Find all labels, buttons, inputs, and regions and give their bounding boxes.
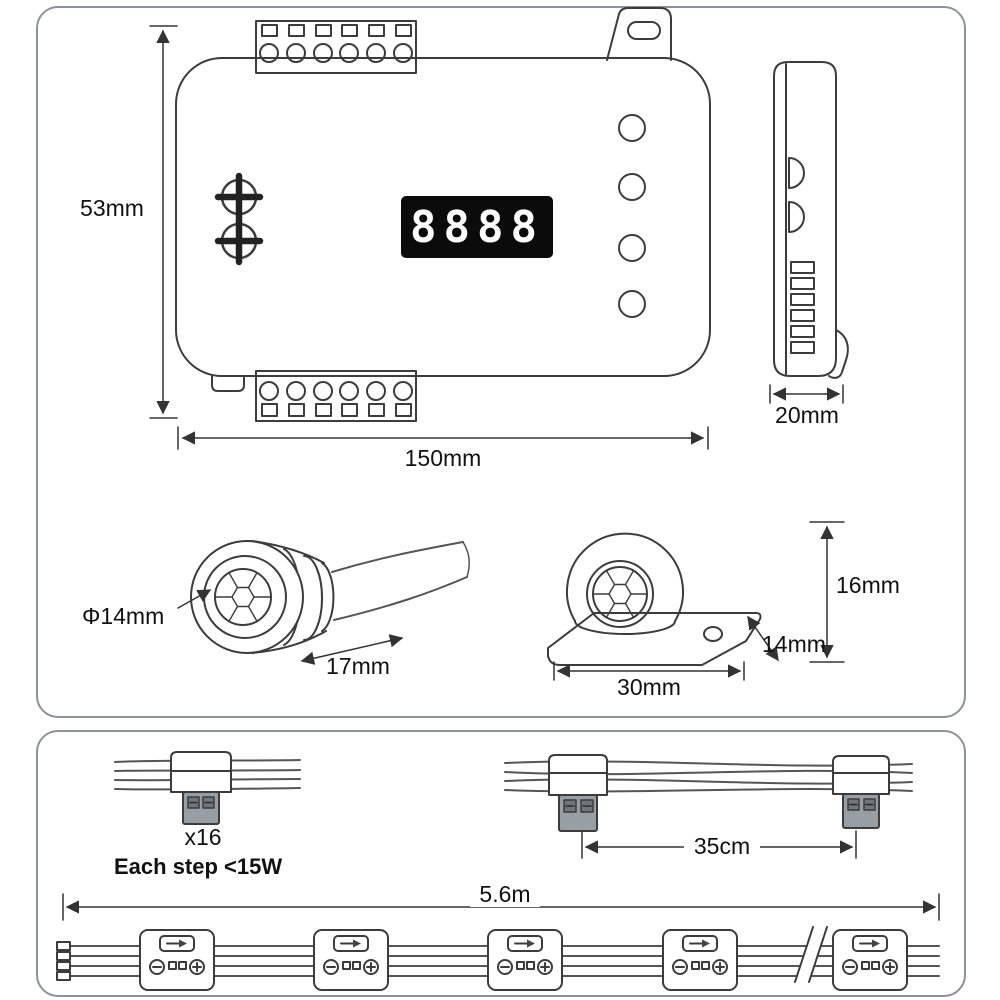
terminal-block-top	[255, 20, 417, 74]
dim-label-mounted-depth: 14mm	[762, 631, 826, 657]
mounted-sensor-view	[547, 532, 762, 666]
dim-label-mounted-height: 16mm	[836, 572, 900, 598]
dim-label-sensor-diameter: Φ14mm	[82, 603, 165, 629]
strip-break-mark	[808, 926, 828, 983]
mounting-hole	[627, 21, 661, 40]
base-screw-hole	[703, 626, 723, 642]
controller-front-view	[175, 7, 711, 422]
strip-break-mask	[795, 927, 827, 982]
indicator-buttons	[618, 114, 646, 318]
dim-14mm-line	[747, 615, 779, 662]
wire-connector-left	[114, 751, 301, 825]
sensor-lens-facets	[592, 569, 648, 619]
sensor-wire	[331, 541, 464, 573]
bottom-notch	[211, 375, 245, 392]
dimension-lines	[149, 25, 845, 681]
strip-module	[662, 929, 738, 991]
connector-count-label: x16	[184, 824, 222, 850]
sensor-base	[547, 612, 762, 666]
connector-body	[832, 755, 890, 795]
dim-label-controller-width: 150mm	[404, 445, 482, 471]
sensor-dome	[566, 532, 684, 622]
led-strip-run	[56, 926, 940, 991]
dim-label-sensor-length: 17mm	[326, 653, 390, 679]
dim-label-controller-depth: 20mm	[775, 402, 839, 428]
strip-module	[313, 929, 389, 991]
strip-module	[487, 929, 563, 991]
connector-body	[548, 754, 608, 796]
adjustment-screws	[214, 172, 264, 266]
side-foot	[828, 329, 849, 379]
dim-label-mounted-width: 30mm	[617, 674, 681, 700]
side-screw-bump	[788, 157, 805, 189]
sensor-lens-facets	[215, 572, 271, 622]
seven-segment-display: 8888	[401, 196, 553, 258]
display-digits: 8888	[410, 201, 544, 253]
strip-module	[139, 929, 215, 991]
step-power-label: Each step <15W	[114, 854, 283, 879]
wiring-panel	[36, 730, 966, 997]
sensor-lens	[214, 568, 272, 626]
round-sensor-view	[190, 540, 470, 654]
mounting-tab	[606, 7, 672, 61]
spec-panel	[36, 6, 966, 718]
controller-body	[175, 57, 711, 377]
terminal-block-bottom	[255, 370, 417, 422]
controller-side-view	[773, 61, 849, 379]
dim-label-strip-length: 5.6m	[470, 881, 540, 908]
dim-label-connector-spacing: 35cm	[684, 833, 760, 860]
strip-module	[832, 929, 908, 991]
sensor-wire	[333, 576, 468, 621]
wire-connector-pair	[504, 754, 913, 832]
strip-break-mark	[794, 926, 814, 983]
side-screw-bump	[788, 201, 805, 233]
dim-label-controller-height: 53mm	[80, 195, 144, 221]
dim-17mm-line	[300, 634, 404, 665]
dim-phi14-leader	[177, 589, 212, 609]
